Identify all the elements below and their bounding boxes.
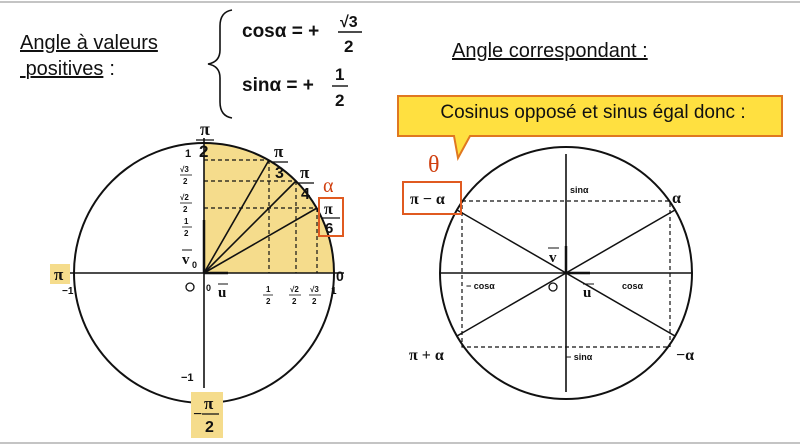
label-pi3-num: π — [274, 142, 284, 161]
sin-num: 1 — [335, 65, 344, 84]
label-pi4-num: π — [300, 163, 310, 182]
xtick-sqrt3: √3 — [310, 285, 319, 294]
sin-formula: sinα = + 1 2 — [242, 65, 348, 110]
label-pi3-den: 3 — [275, 165, 284, 182]
label-pi6-num: π — [324, 201, 333, 218]
left-origin-marker — [185, 282, 195, 292]
ytick-sqrt2: √2 — [180, 193, 189, 202]
title-right: Angle correspondant : — [452, 40, 648, 62]
ytick-half-den: 2 — [184, 229, 189, 238]
sin-lhs: sinα = + — [242, 75, 314, 96]
label-pi-plus-alpha: π + α — [409, 347, 444, 364]
label-pi4-den: 4 — [301, 186, 310, 203]
label-zero-right: 0 — [336, 268, 344, 284]
ytick-sqrt3: √3 — [180, 165, 189, 174]
xtick-sqrt3-den: 2 — [312, 297, 317, 306]
radius-pi6 — [203, 207, 318, 274]
pi6-box — [318, 197, 344, 237]
xtick-half: 1 — [266, 285, 271, 294]
label-minus-alpha: −α — [676, 347, 694, 364]
xtick-sqrt2: √2 — [290, 285, 299, 294]
label-one-top: 1 — [185, 148, 191, 160]
cos-lhs: cosα = + — [242, 21, 319, 42]
radius-pi4 — [203, 180, 297, 274]
pi-minus-alpha-box — [402, 181, 462, 215]
xtick-half-den: 2 — [266, 297, 271, 306]
label-top-pi: π — [200, 119, 210, 139]
left-y-fractions: √3 2 √2 2 1 2 — [180, 165, 192, 238]
right-trig-labels: sinα − sinα cosα − cosα — [466, 185, 644, 362]
label-minus-cos-a: − cosα — [466, 281, 495, 291]
label-minus-one-left: −1 — [62, 286, 74, 297]
label-sin-a: sinα — [570, 185, 589, 195]
label-v-left: v — [182, 252, 190, 268]
ytick-sqrt3-den: 2 — [183, 177, 188, 186]
right-circle-group — [439, 146, 693, 400]
label-pi-minus-alpha: π − α — [410, 191, 445, 208]
label-cos-a: cosα — [622, 281, 644, 291]
minus-pi2-box — [191, 392, 223, 438]
label-bottom-pi: π — [204, 394, 214, 413]
label-bottom-sign: − — [193, 406, 202, 423]
cos-formula: cosα = + √3 2 — [242, 14, 362, 56]
callout-text: Cosinus opposé et sinus égal donc : — [440, 102, 746, 123]
label-v-right: v — [549, 250, 557, 266]
left-dashed-guides — [204, 159, 318, 273]
label-zero-small: 0 — [206, 283, 211, 293]
sin-den: 2 — [335, 91, 344, 110]
label-bottom-2: 2 — [205, 419, 214, 436]
label-v-sub: 0 — [192, 260, 197, 270]
brace — [207, 9, 233, 119]
xtick-sqrt2-den: 2 — [292, 297, 297, 306]
left-x-fractions: 1 2 √2 2 √3 2 — [263, 285, 321, 306]
label-minus-one-bottom: −1 — [181, 372, 194, 384]
pi-left-box — [50, 264, 70, 284]
label-u-right: u — [583, 285, 591, 301]
title-left-line1: Angle à valeurs — [20, 32, 158, 54]
label-alpha-left: α — [323, 175, 334, 197]
title-left-colon: : — [109, 58, 115, 80]
label-pi-left: π — [54, 265, 64, 284]
label-top-2: 2 — [199, 142, 208, 161]
title-left-line2: positives — [25, 58, 104, 80]
label-one-right: 1 — [331, 286, 337, 297]
ytick-sqrt2-den: 2 — [183, 205, 188, 214]
right-dashed-rect — [461, 200, 671, 348]
right-circle-labels: θ π − α α π + α −α O u v — [402, 152, 694, 364]
cos-num: √3 — [340, 14, 358, 31]
radius-pi3 — [203, 159, 270, 274]
label-pi6-den: 6 — [325, 220, 333, 237]
label-alpha-right: α — [672, 190, 681, 207]
cos-den: 2 — [344, 37, 353, 56]
callout-box — [397, 95, 783, 161]
label-u-left: u — [218, 285, 226, 301]
left-circle-labels: π 2 1 π 3 π 4 α π 6 0 1 π −1 −1 − π 2 O — [50, 119, 344, 438]
title-left: Angle à valeurs positives: — [20, 30, 158, 82]
label-theta: θ — [428, 152, 440, 178]
label-minus-sin-a: − sinα — [566, 352, 593, 362]
right-origin-marker — [548, 282, 558, 292]
ytick-half: 1 — [184, 217, 189, 226]
